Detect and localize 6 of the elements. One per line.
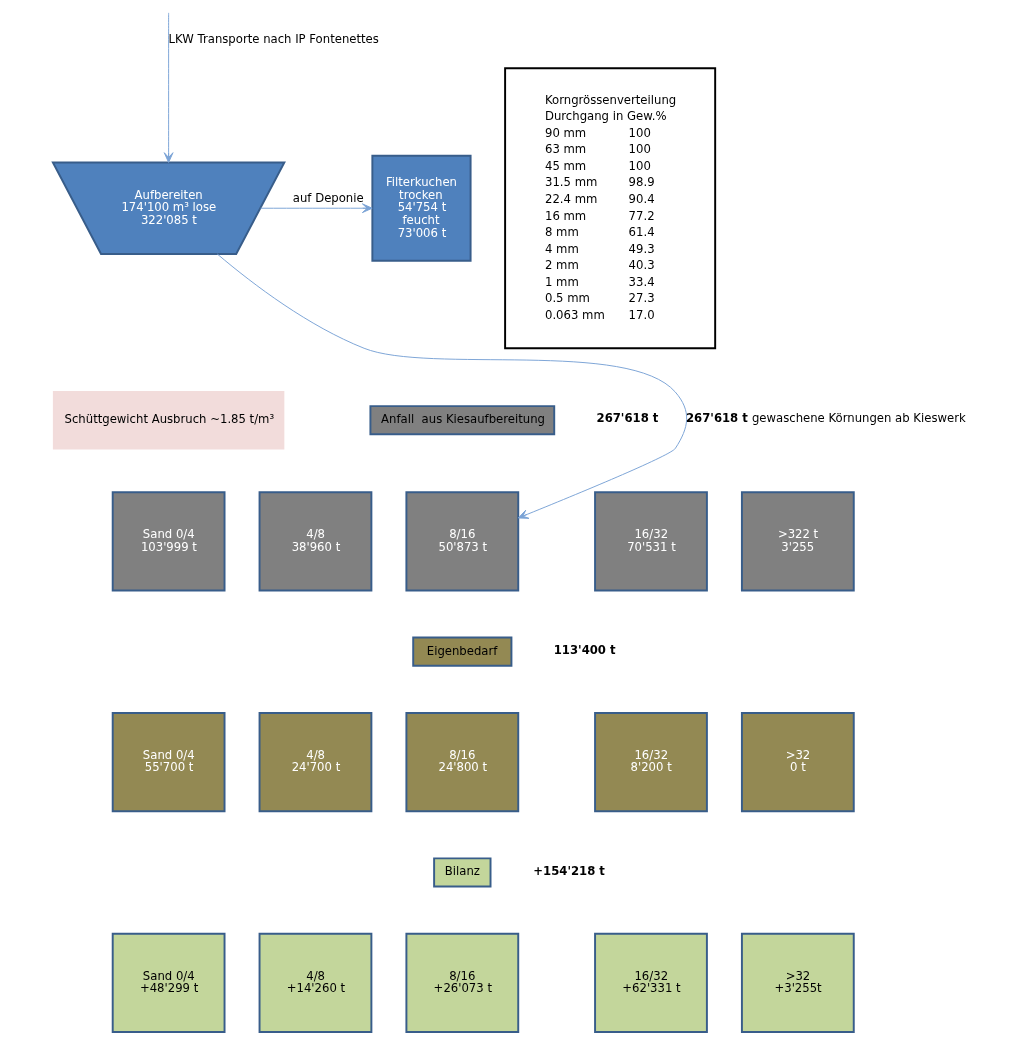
edge-label: LKW Transporte nach IP Fontenettes <box>168 32 379 47</box>
node-label: +154'218 t <box>532 863 605 878</box>
node-label: 267'618 t <box>596 411 658 426</box>
edge-label: 267'618 t gewaschene Körnungen ab Kieswerk <box>685 411 966 426</box>
edge-label: auf Deponie <box>292 191 364 205</box>
node-label: 113'400 t <box>553 642 616 657</box>
